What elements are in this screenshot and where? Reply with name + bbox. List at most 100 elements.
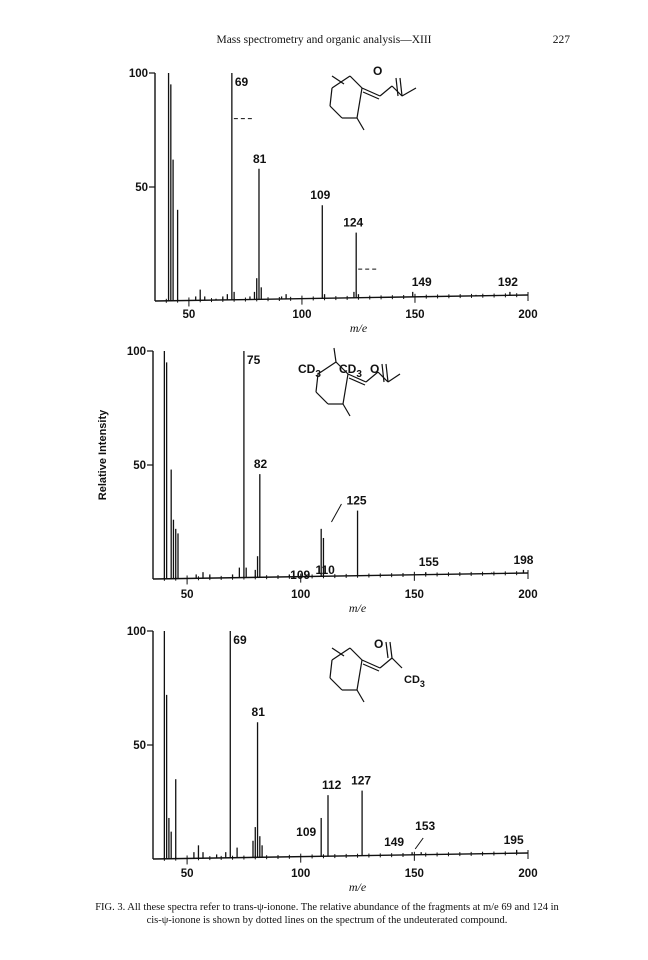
figure-caption: FIG. 3. All these spectra refer to trans… <box>95 902 559 926</box>
bond <box>335 361 349 375</box>
peak-label: 69 <box>235 75 249 89</box>
x-tick-label: 50 <box>181 589 194 601</box>
bond <box>356 117 365 131</box>
bond <box>329 659 333 679</box>
x-tick-label: 100 <box>292 309 311 321</box>
x-tick-label: 150 <box>405 309 424 321</box>
peak-label: 109 <box>290 568 310 582</box>
peak-label: 110 <box>315 563 335 577</box>
arrow <box>331 503 342 523</box>
y-tick-label: 100 <box>129 68 148 80</box>
peak-label: 82 <box>254 457 268 471</box>
peak-label: 198 <box>513 553 533 567</box>
bond <box>387 373 401 383</box>
bond <box>379 657 393 669</box>
bond <box>401 87 417 97</box>
peak-label: 195 <box>504 833 524 847</box>
y-tick-label: 50 <box>135 182 148 194</box>
peak-label: 127 <box>351 774 371 788</box>
bond <box>342 403 351 417</box>
bond <box>349 647 363 661</box>
bond <box>329 677 343 691</box>
bond <box>365 371 379 383</box>
peak-label: 149 <box>384 835 404 849</box>
y-tick-label: 50 <box>133 740 146 752</box>
bond <box>356 689 365 703</box>
bond <box>385 641 389 659</box>
molecule-structure: O <box>329 64 417 131</box>
peak-label: 69 <box>233 633 247 647</box>
bond <box>333 347 337 363</box>
peak-label: 153 <box>415 819 435 833</box>
peak-label: 109 <box>296 825 316 839</box>
bond <box>395 77 399 97</box>
bond <box>361 659 381 669</box>
bond <box>347 373 367 383</box>
x-axis <box>152 572 529 580</box>
peak-label: 81 <box>253 152 267 166</box>
x-axis <box>154 294 529 302</box>
structure-label: CD3 <box>298 362 321 380</box>
bond <box>317 361 337 375</box>
peak-label: 109 <box>310 188 330 202</box>
bond <box>361 87 381 97</box>
bond <box>329 105 343 119</box>
bond <box>349 75 363 89</box>
peak-label: 155 <box>419 555 439 569</box>
x-axis-label: m/e <box>349 880 367 894</box>
bond <box>399 77 403 97</box>
peak-label: 125 <box>347 494 367 508</box>
bond <box>315 391 329 405</box>
structure-label: O <box>373 64 382 78</box>
structure-label: O <box>370 362 379 376</box>
bond <box>315 373 319 393</box>
bond <box>385 363 389 383</box>
peak-label: 124 <box>343 216 363 230</box>
y-tick-label: 100 <box>127 346 146 358</box>
y-tick-label: 100 <box>127 626 146 638</box>
page-number: 227 <box>552 34 570 46</box>
x-tick-label: 50 <box>181 868 194 880</box>
y-axis-label: Relative Intensity <box>97 409 109 500</box>
bond <box>362 663 380 672</box>
page-header: Mass spectrometry and organic analysis—X… <box>0 34 648 50</box>
x-tick-label: 100 <box>291 868 310 880</box>
structure-label: CD3 <box>339 362 362 380</box>
bond <box>389 641 393 659</box>
bond <box>329 87 333 107</box>
structure-label: CD3 <box>404 674 425 689</box>
molecule-structure: O CD3 <box>329 637 425 703</box>
y-tick-label: 50 <box>133 460 146 472</box>
bond <box>391 657 403 669</box>
x-tick-label: 200 <box>518 309 537 321</box>
molecule-structure: CD3 CD3 O <box>298 347 401 417</box>
peak-label: 112 <box>322 778 342 792</box>
arrow <box>414 837 424 850</box>
running-title: Mass spectrometry and organic analysis—X… <box>216 34 432 46</box>
x-tick-label: 150 <box>405 589 424 601</box>
bond <box>362 91 380 100</box>
structure-label: O <box>374 637 383 651</box>
spectrum-3: 100 50 50 100 150 200 m/e 69 81 109 112 127 149 153 19… <box>127 626 538 894</box>
peak-label: 81 <box>252 705 266 719</box>
bond <box>379 85 393 97</box>
x-axis-label: m/e <box>350 321 368 335</box>
bond <box>331 647 345 657</box>
peak-label: 149 <box>412 275 432 289</box>
x-tick-label: 150 <box>405 868 424 880</box>
peak-label: 75 <box>247 353 261 367</box>
x-tick-label: 100 <box>291 589 310 601</box>
bond <box>342 373 349 405</box>
x-tick-label: 200 <box>518 868 537 880</box>
bond <box>356 87 363 119</box>
x-tick-label: 200 <box>518 589 537 601</box>
bond <box>348 377 366 386</box>
bond <box>331 75 345 85</box>
peak-label: 192 <box>498 275 518 289</box>
bond <box>356 659 363 691</box>
bond <box>381 363 385 383</box>
x-axis <box>152 852 529 860</box>
